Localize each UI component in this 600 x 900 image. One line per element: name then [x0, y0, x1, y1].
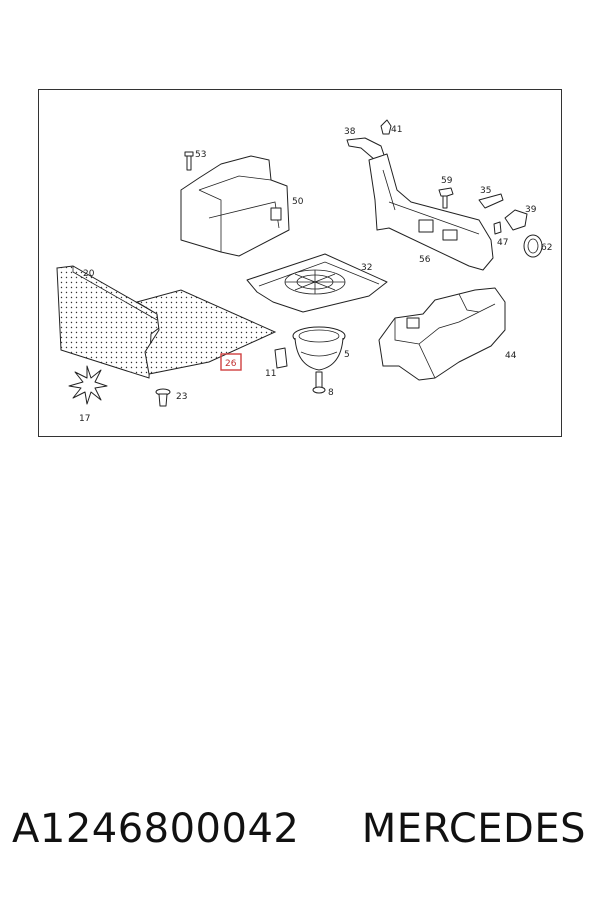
- part-39-latch-plate: [504, 209, 528, 231]
- part-17-star-fastener: [68, 365, 108, 405]
- part-41-clip: [380, 119, 392, 135]
- part-5-storage-bowl: [292, 326, 346, 371]
- part-23-push-clip: [155, 388, 171, 407]
- part-11-label: [274, 347, 288, 369]
- callout-11[interactable]: 11: [265, 369, 276, 379]
- part-53-bolt: [184, 151, 194, 171]
- brand-name: MERCEDES: [361, 806, 586, 852]
- callout-32[interactable]: 32: [361, 263, 372, 273]
- part-50-side-tray: [180, 155, 290, 257]
- callout-62[interactable]: 62: [541, 243, 552, 253]
- callout-5[interactable]: 5: [344, 350, 350, 360]
- callout-20[interactable]: 20: [83, 269, 95, 279]
- part-26-floor-mat: [135, 289, 277, 375]
- part-47-clip: [493, 221, 502, 235]
- callout-38[interactable]: 38: [344, 127, 356, 137]
- parts-diagram: 53 50 38 41 56: [56, 119, 552, 424]
- callout-50[interactable]: 50: [292, 197, 304, 207]
- callout-35[interactable]: 35: [480, 186, 491, 196]
- callout-59[interactable]: 59: [441, 176, 453, 186]
- part-20-side-trim-panel: [56, 265, 160, 379]
- callout-41[interactable]: 41: [391, 125, 402, 135]
- part-59-push-pin: [438, 187, 454, 209]
- part-44-wheelhouse-trim: [378, 287, 506, 381]
- callout-44[interactable]: 44: [505, 351, 517, 361]
- callout-17[interactable]: 17: [79, 414, 90, 424]
- footer: A1246800042 MERCEDES: [0, 800, 600, 860]
- callout-23[interactable]: 23: [176, 392, 187, 402]
- part-32-floor-well: [246, 253, 388, 313]
- callout-8[interactable]: 8: [328, 388, 334, 398]
- callout-47[interactable]: 47: [497, 238, 508, 248]
- part-62-cap: [523, 234, 543, 258]
- part-number: A1246800042: [12, 806, 300, 852]
- parts-diagram-frame: 53 50 38 41 56: [38, 89, 562, 437]
- callout-56[interactable]: 56: [419, 255, 431, 265]
- callout-53[interactable]: 53: [195, 150, 206, 160]
- part-56-rear-panel: [368, 153, 494, 271]
- callout-39[interactable]: 39: [525, 205, 537, 215]
- part-35-hinge: [478, 193, 504, 209]
- part-8-screw: [312, 371, 326, 394]
- callout-26[interactable]: 26: [225, 359, 237, 369]
- highlight-box-26: [220, 353, 242, 371]
